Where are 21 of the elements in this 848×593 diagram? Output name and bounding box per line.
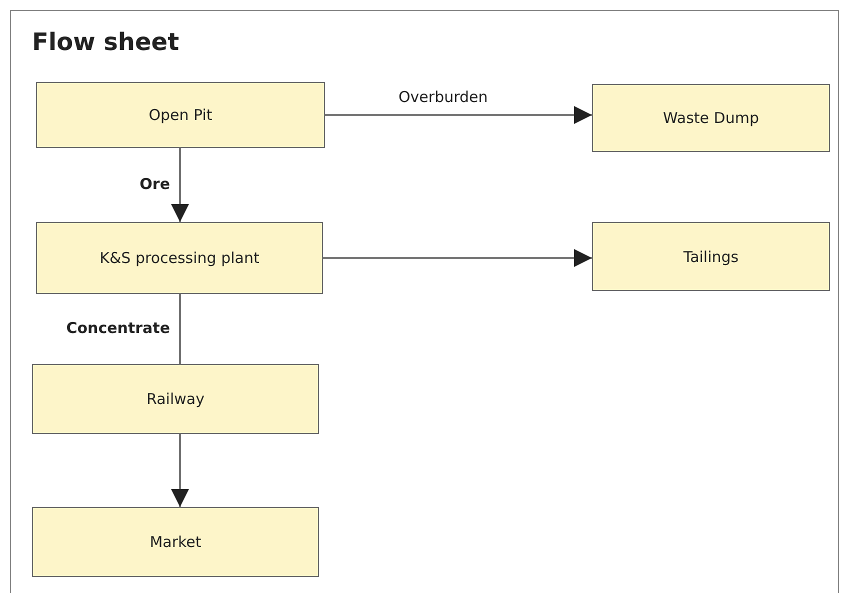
edge-label: Overburden (398, 88, 488, 106)
node-text: Tailings (683, 248, 739, 266)
arrow (325, 106, 592, 124)
node-text: K&S processing plant (100, 249, 260, 267)
node-text: Railway (146, 390, 204, 408)
node-text: Market (150, 533, 202, 551)
arrow (171, 434, 189, 507)
connector-line (179, 294, 181, 364)
process-box (36, 222, 323, 294)
node-text: Open Pit (148, 106, 212, 124)
process-box (592, 222, 830, 291)
process-box (32, 364, 319, 434)
diagram-title: Flow sheet (32, 28, 180, 56)
node-text: Waste Dump (663, 109, 759, 127)
edge-label: Ore (140, 175, 170, 193)
process-box (32, 507, 319, 577)
process-box (592, 84, 830, 152)
arrow (323, 249, 592, 267)
edge-label: Concentrate (66, 319, 170, 337)
arrow (171, 148, 189, 222)
process-box (36, 82, 325, 148)
